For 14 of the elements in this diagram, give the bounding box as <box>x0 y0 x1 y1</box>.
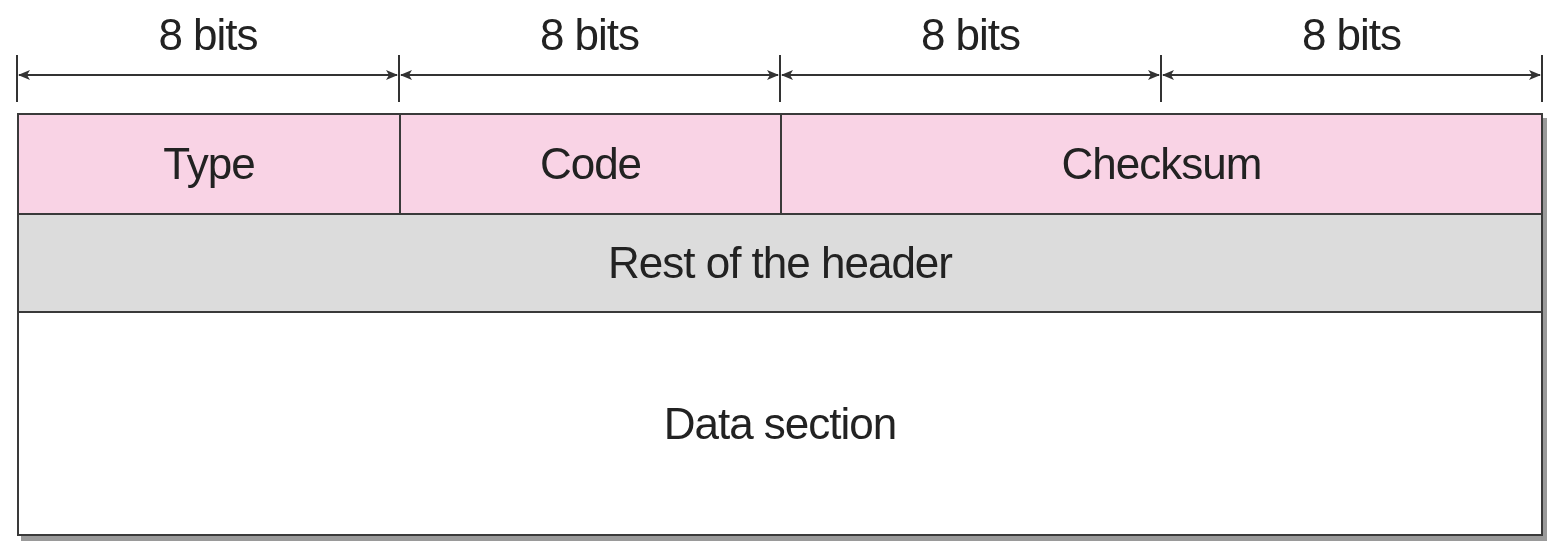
header-field <box>399 113 782 215</box>
field-name: Type <box>163 139 255 189</box>
bit-width-label: 8 bits <box>1301 10 1402 60</box>
field-name: Rest of the header <box>608 238 952 288</box>
field-name: Data section <box>663 398 897 449</box>
field-name: Checksum <box>1061 139 1262 189</box>
bit-width-label: 8 bits <box>158 10 258 60</box>
bit-width-label: 8 bits <box>539 10 640 60</box>
data-field <box>17 311 1543 536</box>
header-field <box>780 113 1543 215</box>
field-name: Code <box>539 139 642 189</box>
header-field <box>17 113 401 215</box>
header-field <box>17 213 1543 313</box>
bit-width-label: 8 bits <box>920 10 1021 60</box>
